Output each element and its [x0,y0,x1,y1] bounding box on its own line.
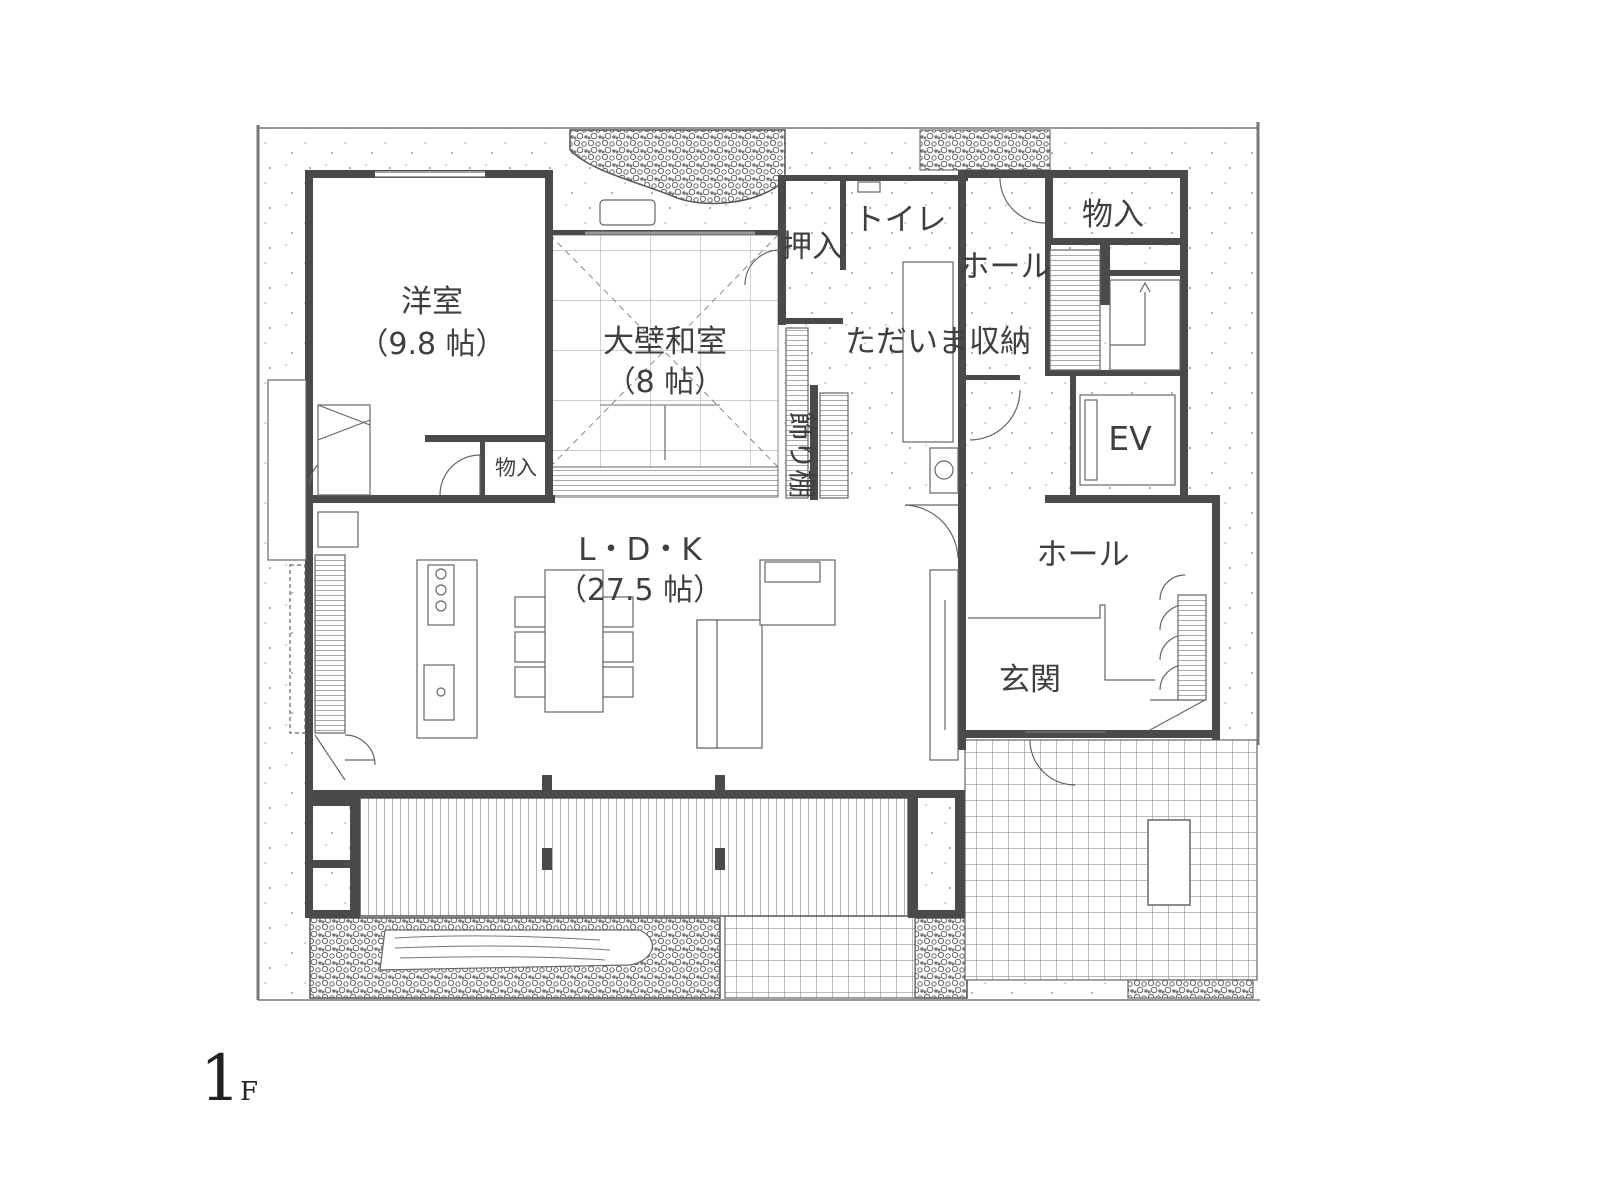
room-labels: 洋室 （9.8 帖） 大壁和室 （8 帖） L・D・K （27.5 帖） 物入 … [358,197,1152,698]
label-ldk: L・D・K [578,532,702,568]
label-hall-upper: ホール [959,249,1052,285]
label-elevator: EV [1108,419,1152,458]
toilet-icon [857,181,954,443]
doors [271,171,1206,786]
label-entrance: 玄関 [999,662,1061,698]
elevator-icon [1079,394,1176,486]
sink-icon [423,664,455,721]
label-western-room-size: （9.8 帖） [358,327,505,362]
label-tadaima-storage: ただいま収納 [845,324,1031,360]
wood-deck [359,797,909,917]
label-toilet: トイレ [854,202,947,238]
label-ldk-size: （27.5 帖） [557,573,723,608]
stove-icon [427,564,455,626]
gravel-garden [309,129,1166,999]
fixtures [267,181,1207,761]
floor-indicator: 1 F [200,1042,258,1116]
label-japanese-room-size: （8 帖） [606,365,725,400]
label-closet-top-right: 物入 [1082,197,1144,233]
label-japanese-room: 大壁和室 [603,324,727,360]
stairs-icon [1049,249,1181,371]
label-oshiire: 押入 [781,229,843,265]
floor-suffix: F [240,1077,258,1107]
label-western-room: 洋室 [401,284,463,320]
label-hall-lower: ホール [1037,537,1130,573]
label-closet-western: 物入 [495,456,537,480]
label-display-shelf: 飾り棚 [785,411,819,498]
floor-number: 1 [200,1042,241,1116]
